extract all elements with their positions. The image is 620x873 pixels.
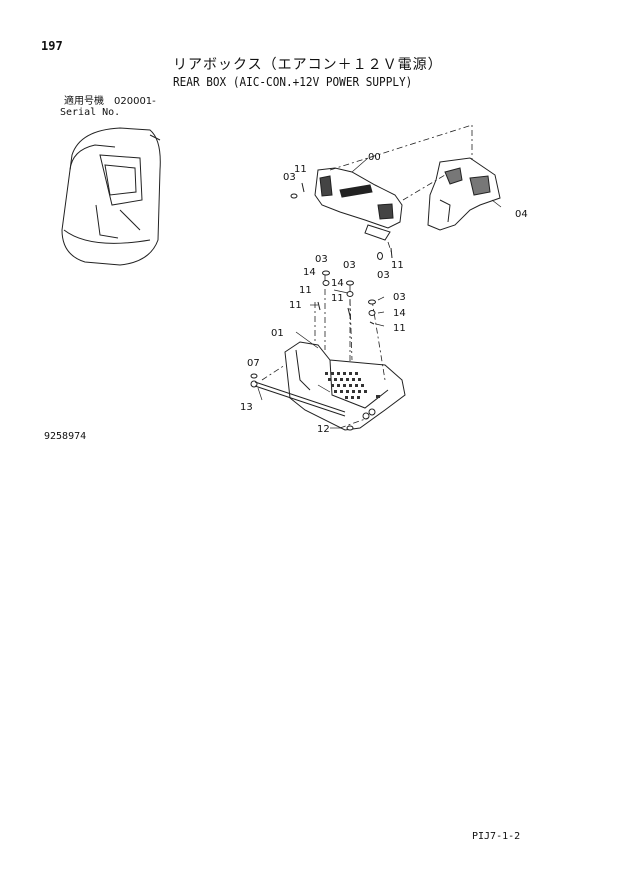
assembly-leader-lines [261, 124, 473, 429]
rear-box-cover-00 [314, 167, 403, 241]
callout-04: 04 [515, 209, 528, 220]
title-english: REAR BOX (AIC-CON.+12V POWER SUPPLY) [173, 75, 413, 89]
callout-14-right: 14 [393, 308, 406, 319]
callout-11-center: 11 [331, 293, 344, 304]
callout-14-center: 14 [331, 278, 344, 289]
callout-11-right-lower: 11 [393, 323, 406, 334]
drawing-number: 9258974 [44, 431, 87, 442]
callout-03-center: 03 [343, 260, 356, 271]
callout-11-left: 11 [299, 285, 312, 296]
hardware-small-parts [250, 182, 393, 431]
page-number: 197 [41, 39, 63, 53]
bracket-04 [427, 157, 501, 231]
callout-07: 07 [247, 358, 260, 369]
serial-label-japanese: 適用号機 020001- [64, 96, 156, 107]
callout-01: 01 [271, 328, 284, 339]
title-japanese: リアボックス（エアコン＋１２Ｖ電源） [173, 57, 443, 73]
rod-13 [250, 380, 346, 417]
callout-03-right-upper: 03 [377, 270, 390, 281]
callout-leaders [257, 157, 502, 429]
callout-03-right: 03 [393, 292, 406, 303]
callout-11-top: 11 [294, 164, 307, 175]
callout-11-right-upper: 11 [391, 260, 404, 271]
serial-label-english: Serial No. [60, 107, 121, 118]
callout-11-left-lower: 11 [289, 300, 302, 311]
callout-labels: 00 01 03 11 04 11 03 03 03 14 14 11 11 0… [240, 152, 528, 435]
callout-12: 12 [317, 424, 330, 435]
page-code: PIJ7-1-2 [472, 831, 521, 842]
callout-13: 13 [240, 402, 253, 413]
callout-00: 00 [368, 152, 381, 163]
machine-cab-thumbnail [61, 127, 161, 266]
callout-03-top: 03 [283, 172, 296, 183]
tray-grid [325, 372, 380, 399]
callout-03-left: 03 [315, 254, 328, 265]
rear-box-tray-01 [284, 341, 406, 431]
callout-14-left: 14 [303, 267, 316, 278]
